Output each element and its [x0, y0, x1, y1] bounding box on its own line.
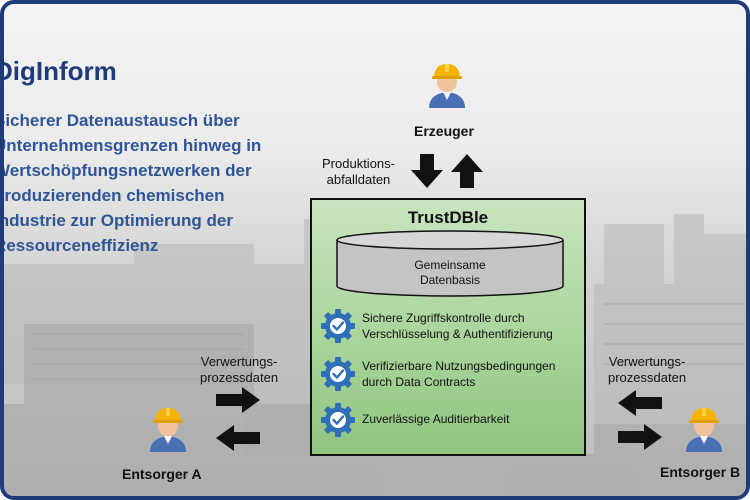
feature-line: Verschlüsselung & Authentifizierung: [362, 327, 553, 341]
feature-auditability: Zuverlässige Auditierbarkeit: [320, 400, 582, 440]
arrow-right-icon: [618, 424, 662, 450]
database-label: Gemeinsame Datenbasis: [336, 258, 564, 288]
subtitle-line: Ressourceneffizienz: [0, 236, 159, 255]
database-label-line: Gemeinsame: [414, 258, 486, 272]
database-icon: [336, 230, 564, 297]
platform-title: TrustDBle: [407, 208, 489, 227]
feature-text: Sichere Zugriffskontrolle durch Verschlü…: [362, 310, 582, 342]
gear-check-icon: [321, 403, 355, 437]
feature-data-contracts: Verifizierbare Nutzungsbedingungen durch…: [320, 354, 582, 394]
flow-label-line: Verwertungs-: [608, 354, 686, 369]
arrow-down-icon: [411, 154, 443, 188]
city-background: [4, 209, 746, 496]
flow-label-recycling-b: Verwertungs- prozessdaten: [608, 354, 686, 386]
subtitle-line: Industrie zur Optimierung der: [0, 211, 233, 230]
flow-label-line: prozessdaten: [200, 370, 279, 385]
flow-label-line: abfalldaten: [326, 172, 391, 187]
worker-icon: [429, 64, 465, 108]
flow-label-line: prozessdaten: [608, 370, 687, 385]
arrow-left-icon: [618, 390, 662, 416]
page-title: DigInform: [0, 56, 117, 86]
subtitle-line: Unternehmensgrenzen hinweg in: [0, 136, 262, 155]
feature-text: Verifizierbare Nutzungsbedingungen durch…: [362, 358, 582, 390]
feature-line: durch Data Contracts: [362, 375, 476, 389]
role-entsorger-b: Entsorger B: [660, 464, 741, 480]
arrow-right-icon: [216, 387, 260, 413]
gear-check-icon: [321, 357, 355, 391]
role-erzeuger: Erzeuger: [414, 123, 474, 139]
flow-label-line: Verwertungs-: [200, 354, 278, 369]
feature-access-control: Sichere Zugriffskontrolle durch Verschlü…: [320, 306, 582, 346]
trustdble-platform: TrustDBle Gemeinsame Datenbasis: [310, 198, 586, 456]
page-subtitle: Sicherer Datenaustausch über Unternehmen…: [4, 108, 294, 258]
arrow-up-icon: [451, 154, 483, 188]
subtitle-line: produzierenden chemischen: [0, 186, 225, 205]
feature-line: Verifizierbare Nutzungsbedingungen: [362, 359, 556, 373]
feature-text: Zuverlässige Auditierbarkeit: [362, 411, 582, 427]
subtitle-line: Wertschöpfungsnetzwerken der: [0, 161, 252, 180]
arrow-left-icon: [216, 425, 260, 451]
flow-label-line: Produktions-: [322, 156, 395, 171]
worker-icon: [686, 408, 722, 452]
worker-icon: [150, 408, 186, 452]
role-entsorger-a: Entsorger A: [122, 466, 202, 482]
flow-label-recycling-a: Verwertungs- prozessdaten: [200, 354, 278, 386]
subtitle-line: Sicherer Datenaustausch über: [0, 111, 240, 130]
flow-label-production: Produktions- abfalldaten: [322, 156, 395, 188]
database-label-line: Datenbasis: [419, 273, 481, 287]
feature-line: Sichere Zugriffskontrolle durch: [362, 311, 525, 325]
gear-check-icon: [321, 309, 355, 343]
feature-line: Zuverlässige Auditierbarkeit: [362, 412, 510, 426]
